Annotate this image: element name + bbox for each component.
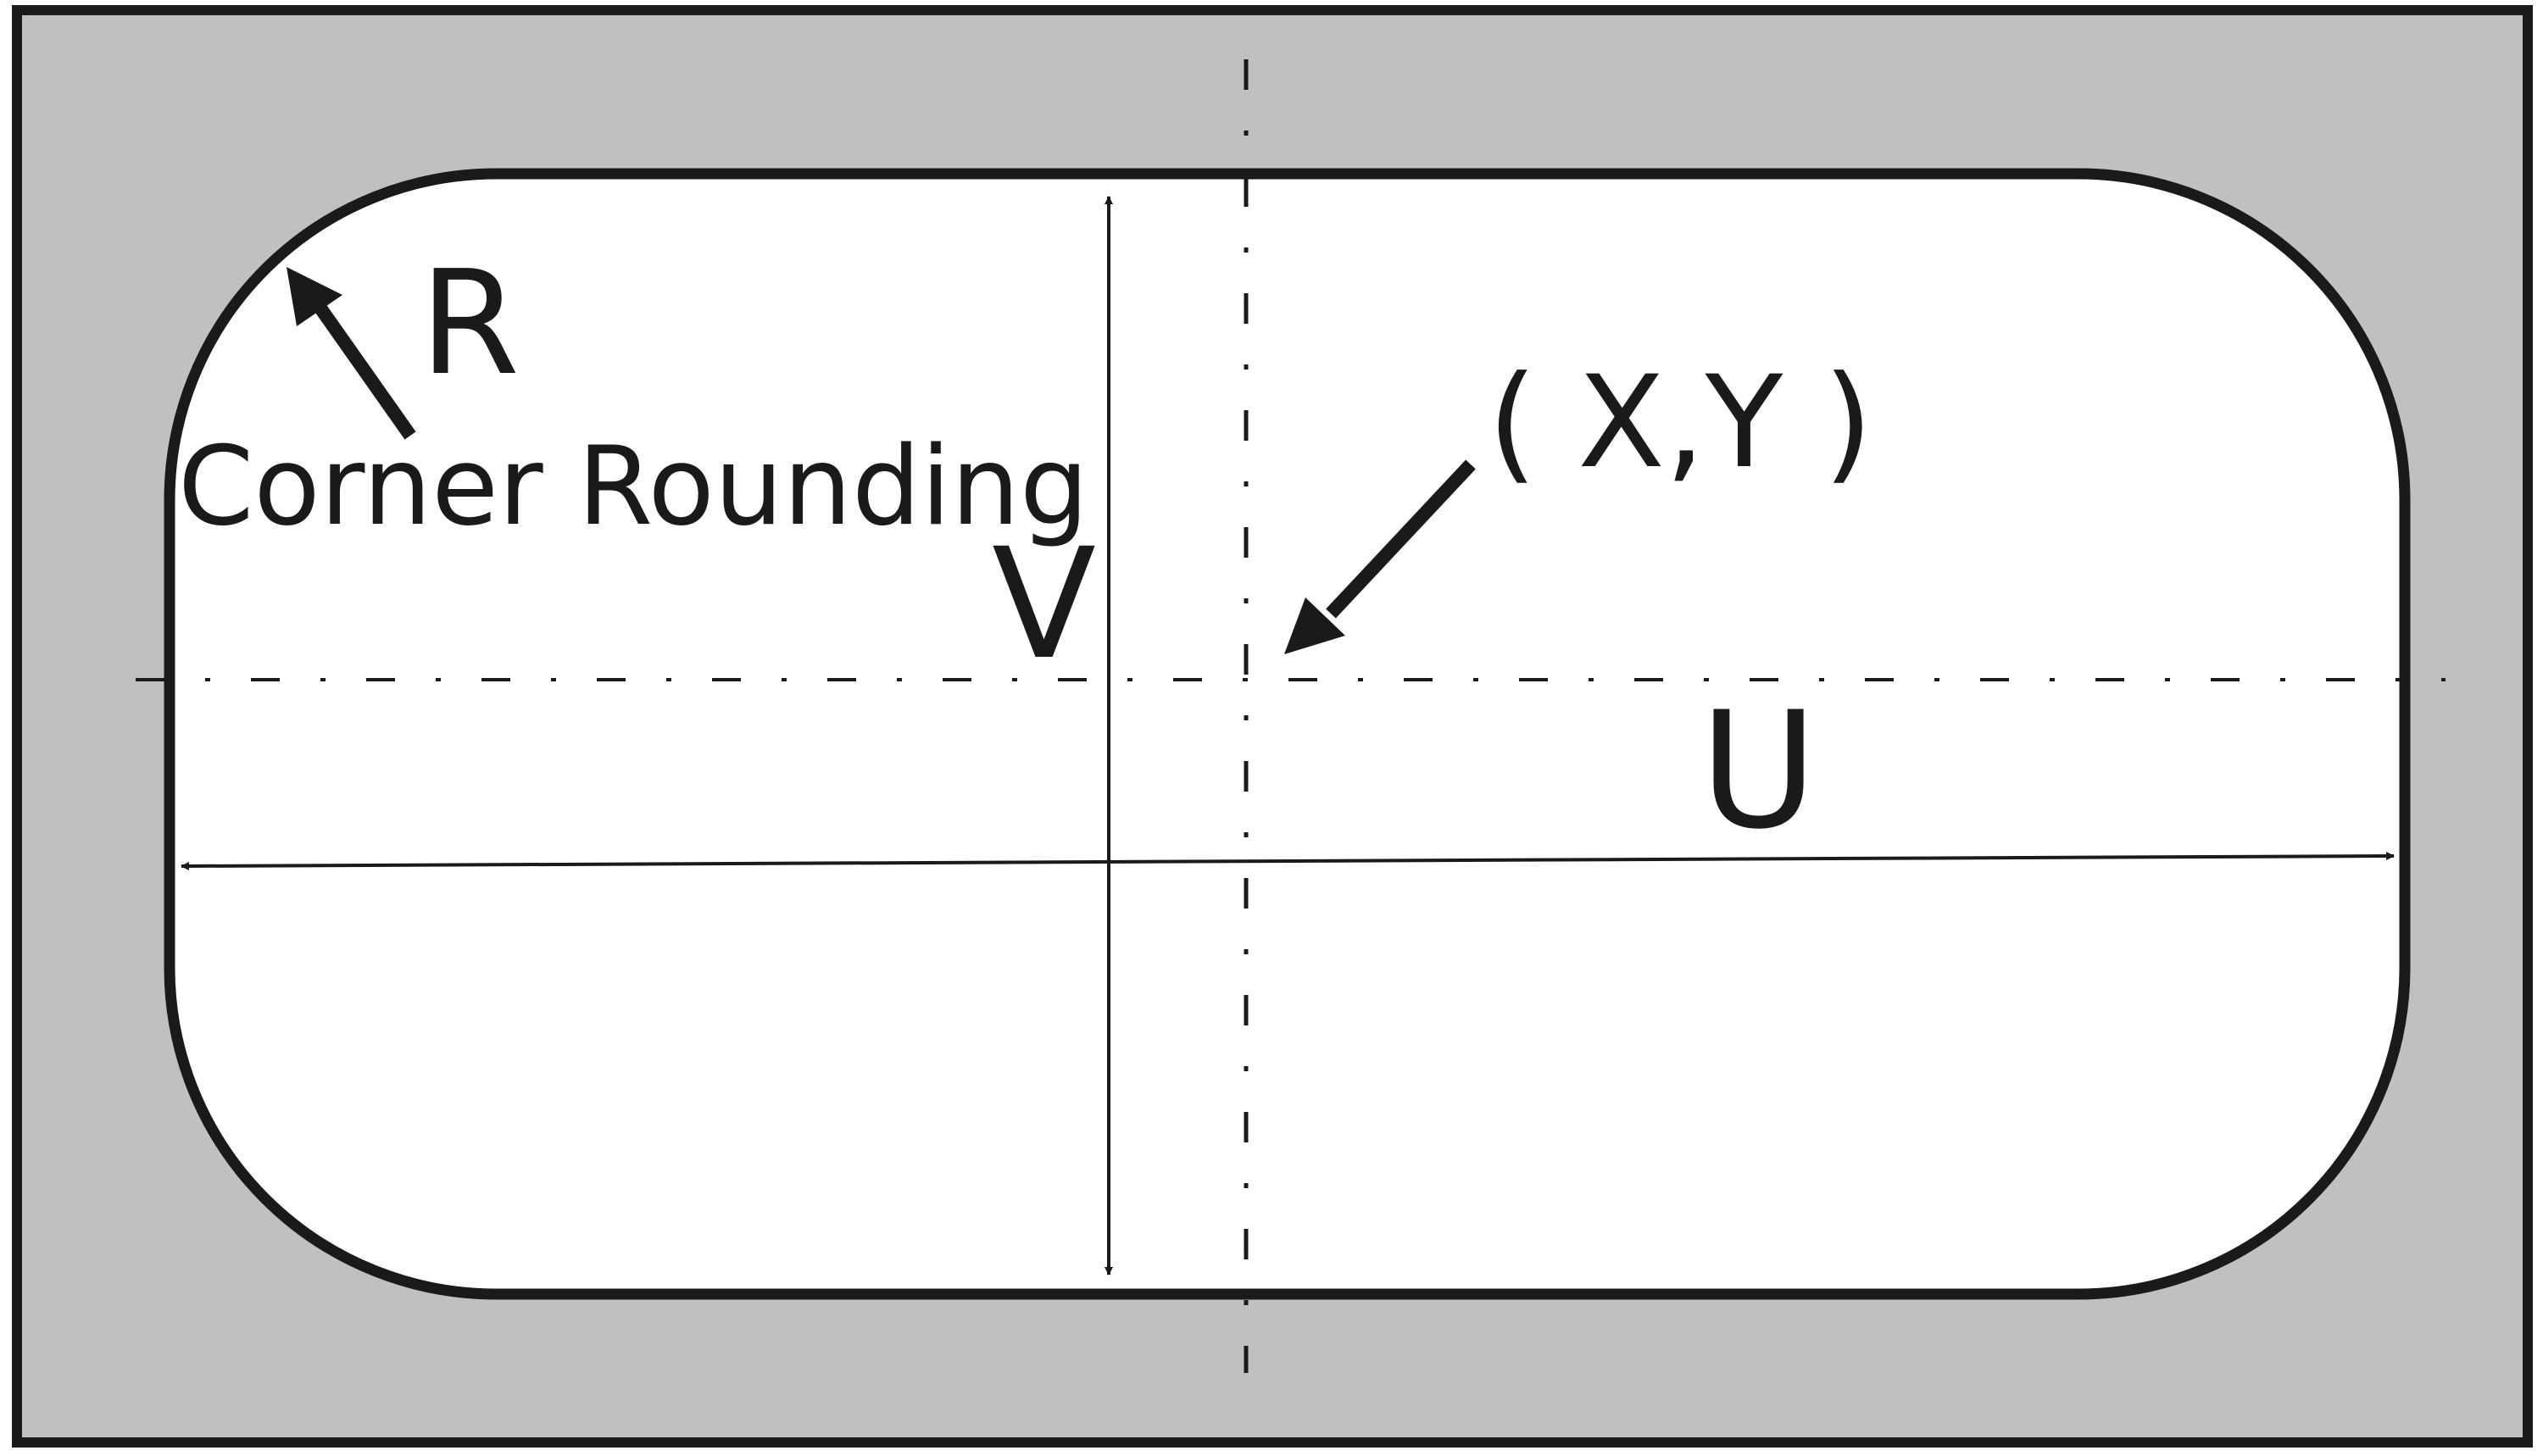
- rounded-rectangle: [164, 168, 2411, 1300]
- width-dimension-arrow: [181, 852, 2395, 870]
- corner-rounding-label: Corner Rounding: [178, 424, 1088, 550]
- center-point-pointer-arrow: [1284, 459, 1476, 654]
- center-point-label: ( X,Y ): [1488, 349, 1872, 497]
- corner-radius-pointer-arrow: [287, 267, 416, 440]
- width-label: U: [1700, 677, 1817, 864]
- height-label: V: [992, 516, 1096, 693]
- radius-label: R: [420, 240, 520, 408]
